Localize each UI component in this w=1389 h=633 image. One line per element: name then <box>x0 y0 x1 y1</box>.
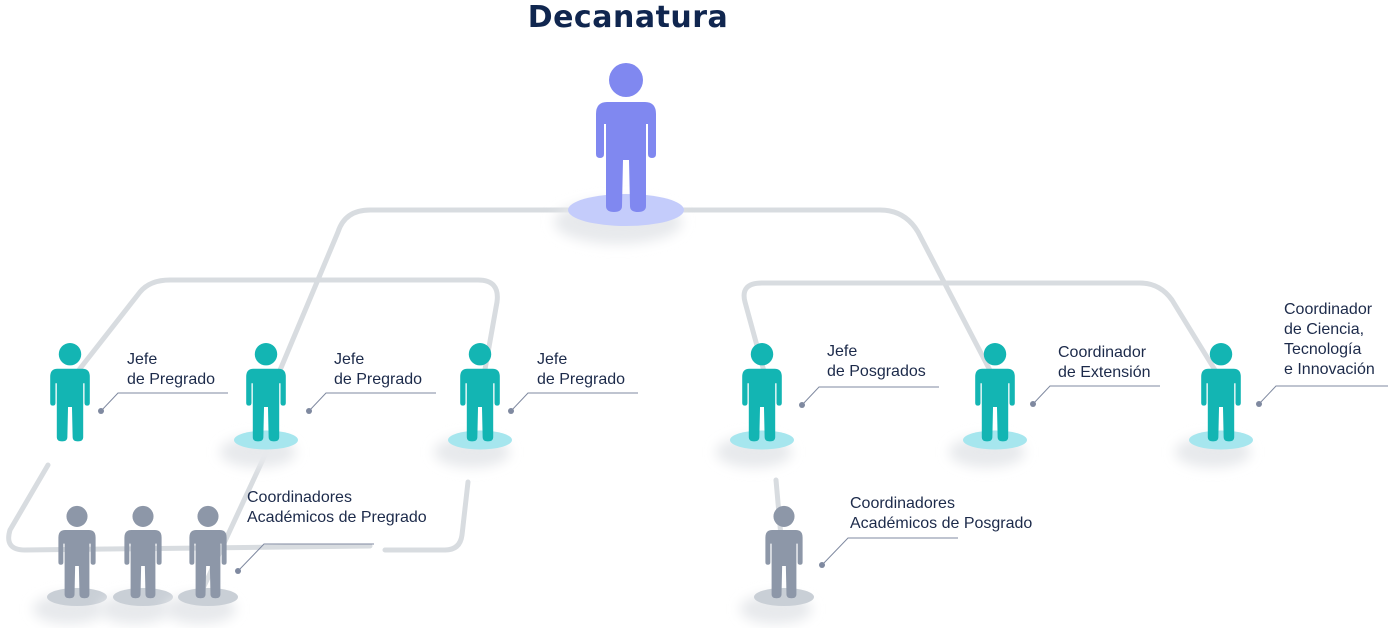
coordinador-posgrado-figure-person-icon <box>765 505 803 599</box>
leader-coordinadores-pregrado <box>235 543 374 574</box>
jefe-pregrado-1-figure <box>50 342 90 442</box>
label-jefe-posgrados: Jefe de Posgrados <box>827 343 926 380</box>
label-coordinador-ciencia: Coordinador de Ciencia, Tecnología e Inn… <box>1284 301 1375 378</box>
coordinador-extension-figure <box>949 342 1027 468</box>
people-figures <box>33 63 1253 624</box>
leader-jefe-pregrado-2-line <box>308 392 436 412</box>
coordinador-pregrado-1-figure-base <box>47 588 107 606</box>
jefe-posgrados-figure <box>716 342 794 468</box>
leader-jefe-pregrado-3-line <box>510 392 638 412</box>
label-coordinador-extension: Coordinador de Extensión <box>1058 344 1151 381</box>
label-jefe-pregrado-2: Jefe de Pregrado <box>334 351 423 388</box>
connector-lines <box>6 207 1221 598</box>
leader-jefe-pregrado-1-line <box>100 392 228 412</box>
leader-jefe-posgrados-dot <box>799 402 805 408</box>
jefe-pregrado-1-figure-person-icon <box>50 342 90 442</box>
coordinador-ciencia-figure-base <box>1189 430 1253 450</box>
leader-jefe-pregrado-2-dot <box>306 408 312 414</box>
leader-jefe-pregrado-3-dot <box>508 408 514 414</box>
jefe-pregrado-3-figure-person-icon <box>460 342 500 442</box>
leader-coordinadores-posgrado-line <box>821 537 958 566</box>
leader-coordinadores-posgrado <box>819 537 958 568</box>
leader-coordinadores-pregrado-dot <box>235 568 241 574</box>
leader-jefe-pregrado-1 <box>98 392 228 414</box>
coordinador-extension-figure-base <box>963 430 1027 450</box>
leader-coordinadores-pregrado-line <box>237 543 374 572</box>
leader-coordinador-ciencia-line <box>1258 385 1388 405</box>
label-jefe-pregrado-3: Jefe de Pregrado <box>537 351 626 388</box>
coordinador-pregrado-1-figure-person-icon <box>58 505 96 599</box>
coordinador-pregrado-3-figure <box>164 505 238 624</box>
leader-coordinador-ciencia <box>1256 385 1388 407</box>
coordinador-pregrado-2-figure-base <box>113 588 173 606</box>
jefe-pregrado-3-figure-base <box>448 430 512 450</box>
coordinador-pregrado-1-figure <box>33 505 107 624</box>
page-title: Decanatura <box>527 0 729 35</box>
leader-coordinador-extension <box>1030 385 1160 407</box>
coordinador-pregrado-2-figure-person-icon <box>124 505 162 599</box>
jefe-pregrado-2-figure <box>220 342 298 468</box>
jefe-posgrados-figure-base <box>730 430 794 450</box>
dean-figure-person-icon <box>596 63 656 212</box>
leader-coordinador-ciencia-dot <box>1256 401 1262 407</box>
leader-coordinador-extension-line <box>1032 385 1160 405</box>
coordinador-pregrado-2-figure <box>99 505 173 624</box>
leader-jefe-pregrado-3 <box>508 392 638 414</box>
label-coordinadores-academicos-pregrado: Coordinadores Académicos de Pregrado <box>247 489 427 526</box>
coordinador-ciencia-figure <box>1175 342 1253 468</box>
dean-figure-base <box>568 194 684 226</box>
jefe-pregrado-2-figure-person-icon <box>246 342 286 442</box>
leader-jefe-pregrado-2 <box>306 392 436 414</box>
jefe-pregrado-2-figure-base <box>234 430 298 450</box>
label-jefe-pregrado-1: Jefe de Pregrado <box>127 351 216 388</box>
label-leader-lines <box>98 385 1388 574</box>
jefe-posgrados-figure-person-icon <box>742 342 782 442</box>
coordinador-posgrado-figure <box>740 505 814 624</box>
leader-jefe-posgrados <box>799 386 939 408</box>
label-coordinadores-academicos-posgrado: Coordinadores Académicos de Posgrado <box>850 495 1033 532</box>
jefe-pregrado-3-figure <box>434 342 512 468</box>
leader-jefe-posgrados-line <box>801 386 939 406</box>
leader-coordinadores-posgrado-dot <box>819 562 825 568</box>
leader-jefe-pregrado-1-dot <box>98 408 104 414</box>
coordinador-pregrado-3-figure-base <box>178 588 238 606</box>
leader-coordinador-extension-dot <box>1030 401 1036 407</box>
dean-figure <box>554 63 684 244</box>
coordinador-posgrado-figure-base <box>754 588 814 606</box>
